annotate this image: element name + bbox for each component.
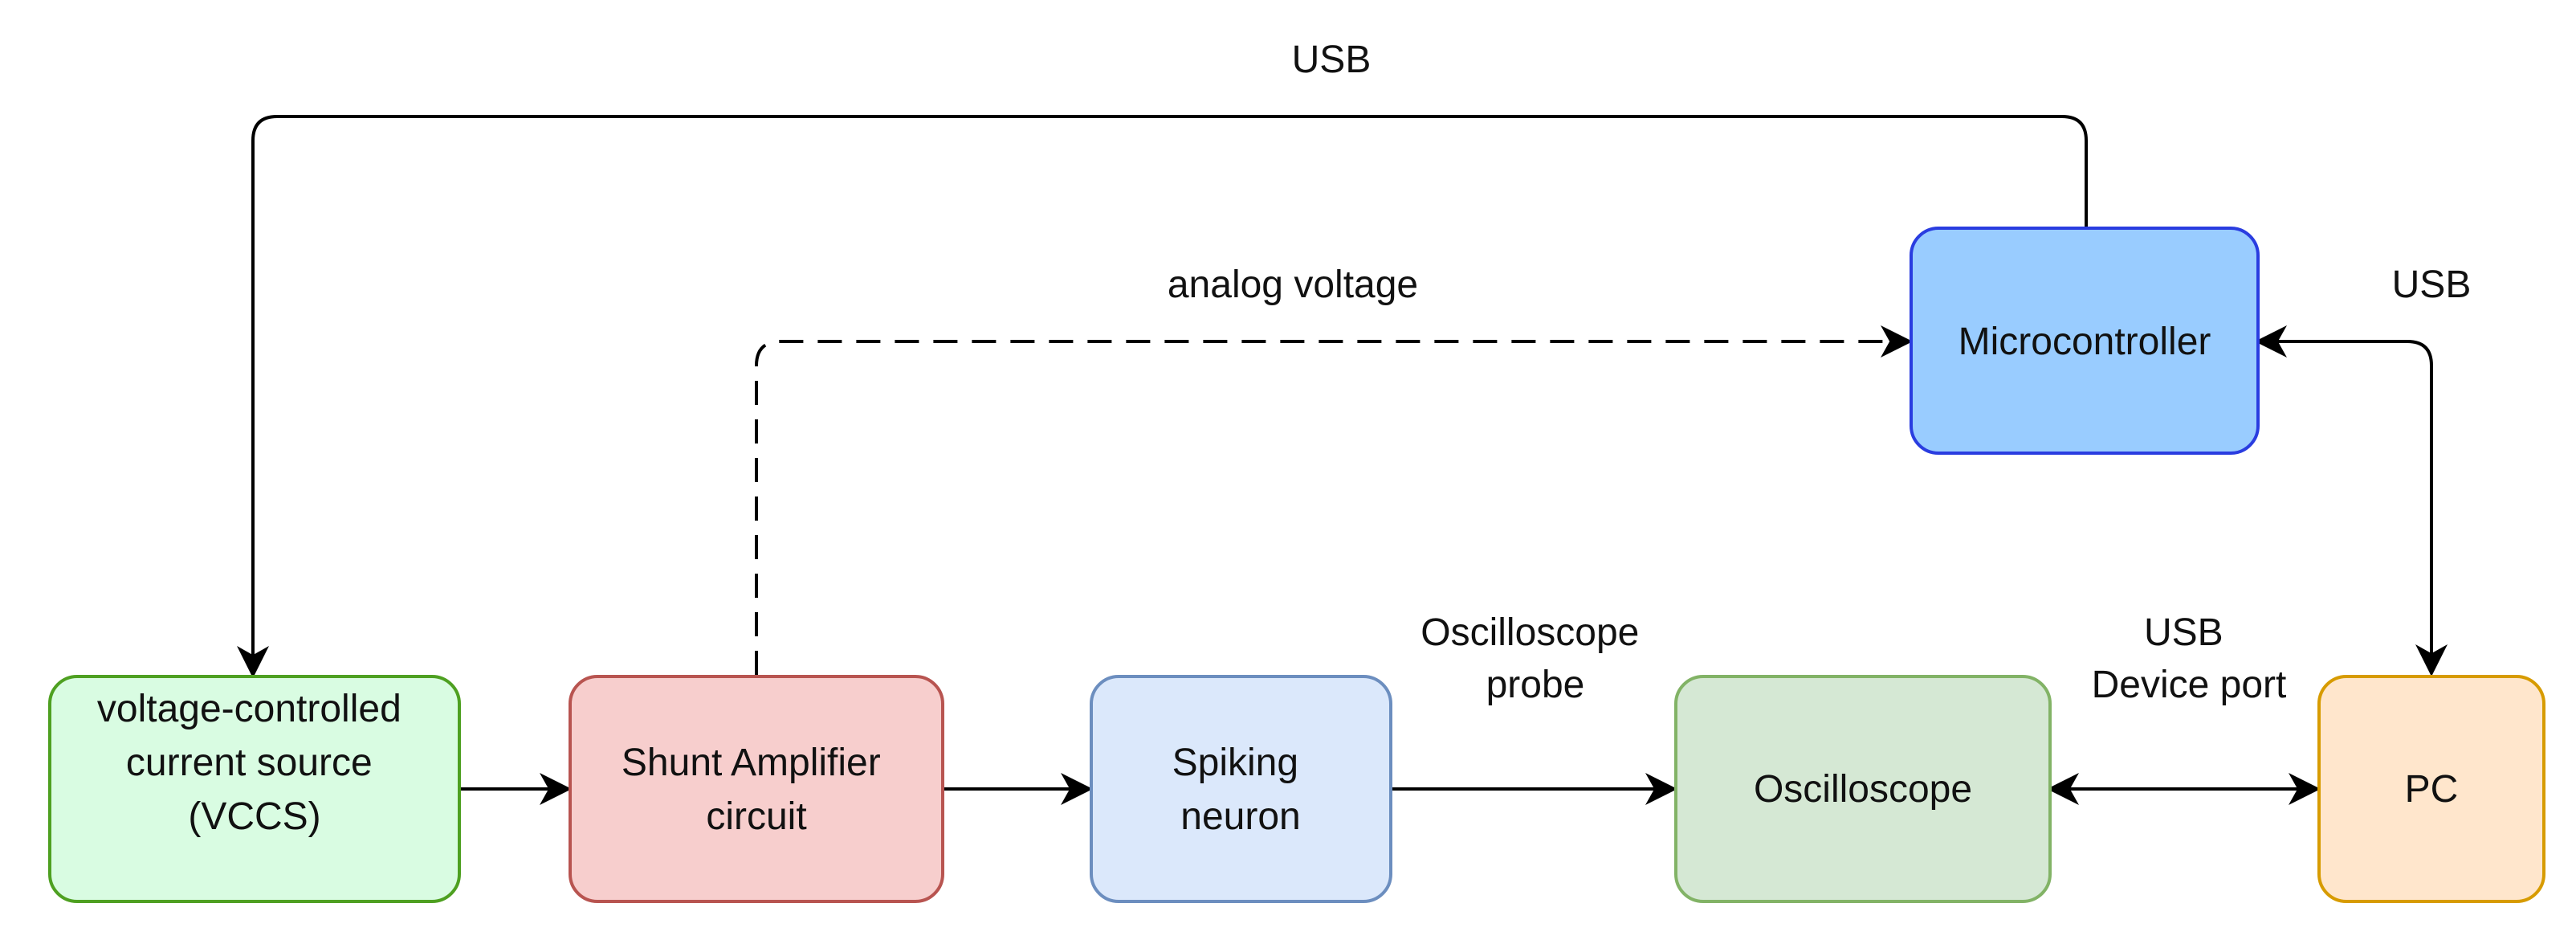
analog-voltage-link — [755, 325, 1913, 675]
node-pc: PC — [2317, 675, 2545, 903]
vccs-label-line-2: current source — [126, 742, 373, 784]
microcontroller-box — [1910, 227, 2260, 455]
usb-device-port-line-2: Device port — [2092, 664, 2287, 706]
pc-label-line-1: PC — [2405, 768, 2459, 811]
spiking-neuron-box — [1090, 675, 1392, 903]
microcontroller-label-line-1: Microcontroller — [1958, 321, 2211, 363]
shunt-amplifier-label: Shunt Amplifier circuit — [622, 742, 891, 838]
node-microcontroller: Microcontroller — [1910, 227, 2260, 455]
vccs-label-line-1: voltage-controlled — [97, 688, 401, 730]
probe-label: Oscilloscope probe — [1420, 611, 1649, 706]
oscilloscope-label-line-1: Oscilloscope — [1754, 768, 1972, 811]
probe-label-line-2: probe — [1486, 664, 1585, 706]
neuron-label-line-2: neuron — [1180, 795, 1300, 838]
shunt-amplifier-box — [569, 675, 944, 903]
neuron-label-line-1: Spiking — [1172, 742, 1298, 784]
node-shunt-amplifier: Shunt Amplifier circuit — [569, 675, 944, 903]
analog-voltage-label: analog voltage — [1168, 264, 1418, 306]
edge-labels: USB analog voltage USB Oscilloscope prob… — [1168, 39, 2471, 706]
node-oscilloscope: Oscilloscope — [1674, 675, 2052, 903]
pc-box — [2317, 675, 2545, 903]
vccs-label-line-3: (VCCS) — [188, 795, 320, 838]
shunt-label-line-2: circuit — [706, 795, 806, 838]
probe-label-line-1: Oscilloscope — [1420, 611, 1639, 654]
usb-link-mcu-pc — [2255, 325, 2448, 676]
spiking-neuron-label: Spiking neuron — [1172, 742, 1310, 838]
pc-label: PC — [2405, 768, 2459, 811]
node-vccs: voltage-controlled current source (VCCS) — [48, 675, 461, 903]
usb-right-label: USB — [2392, 264, 2472, 306]
vccs-box — [48, 675, 461, 903]
usb-top-label: USB — [1292, 39, 1372, 81]
oscilloscope-box — [1674, 675, 2052, 903]
microcontroller-label: Microcontroller — [1958, 321, 2211, 363]
usb-link-mcu-to-vccs — [237, 115, 2088, 678]
shunt-label-line-1: Shunt Amplifier — [622, 742, 881, 784]
vccs-label: voltage-controlled current source (VCCS) — [97, 688, 412, 838]
connectors — [237, 115, 2448, 805]
usb-device-port-label: USB Device port — [2092, 611, 2287, 706]
oscilloscope-label: Oscilloscope — [1754, 768, 1972, 811]
usb-device-port-line-1: USB — [2144, 611, 2223, 654]
node-spiking-neuron: Spiking neuron — [1090, 675, 1392, 903]
